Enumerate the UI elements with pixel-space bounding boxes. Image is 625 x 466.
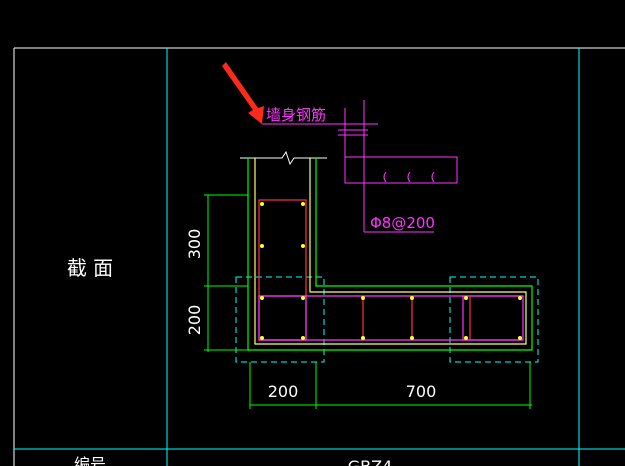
column-top-break (240, 150, 327, 166)
dim-vertical-upper: 300 (185, 229, 204, 260)
dashed-region-right (449, 276, 539, 363)
stirrup-end (462, 295, 524, 341)
column-outer-outline (247, 158, 533, 351)
stirrup-corner (258, 295, 307, 341)
dim-vertical-lower: 200 (185, 305, 204, 336)
row-header-section: 截 面 (67, 256, 113, 280)
bottom-left-cell: 编号 (74, 455, 106, 466)
hook-marks (383, 171, 435, 183)
stirrup-detail-box (344, 156, 458, 184)
column-inner-cover (254, 158, 527, 345)
table-frame (13, 47, 625, 466)
dashed-regions (235, 276, 539, 363)
hook-detail (338, 129, 368, 136)
rebar-annotation (262, 100, 458, 233)
dimension-lines (204, 194, 532, 409)
dim-horizontal-left: 200 (268, 382, 299, 401)
pointer-arrow-icon (222, 62, 264, 124)
dashed-region-left (235, 276, 325, 363)
stirrup-spec-label: Φ8@200 (370, 214, 435, 232)
stirrup-column (258, 199, 307, 341)
dim-horizontal-right: 700 (406, 382, 437, 401)
wall-rebar-label: 墙身钢筋 (266, 106, 326, 124)
column-outline (247, 158, 533, 351)
bottom-mid-cell: GBZ4 (348, 457, 393, 466)
rebar-dots (260, 202, 522, 340)
